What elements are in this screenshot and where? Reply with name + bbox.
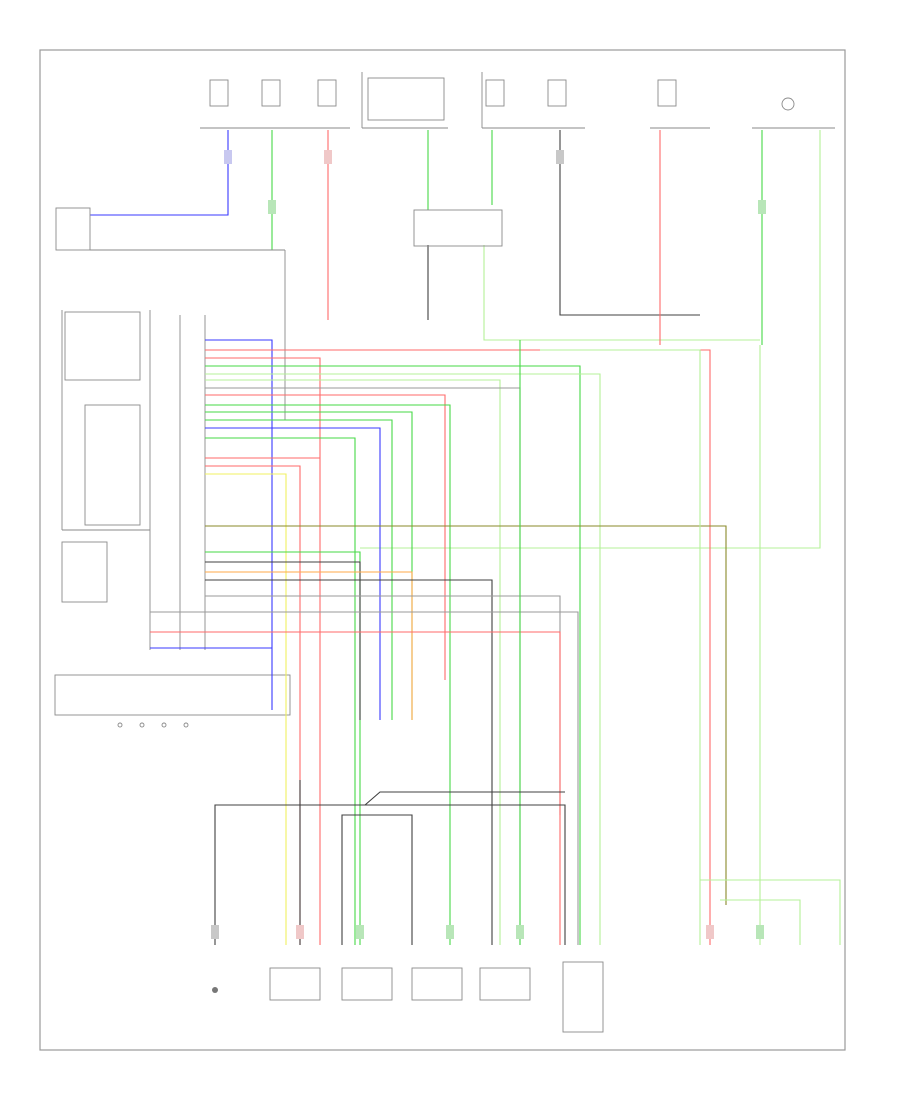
terminal-marks bbox=[211, 150, 766, 939]
wheel-sensor-right-front bbox=[269, 967, 321, 1001]
g-sensor bbox=[562, 961, 604, 1033]
diagram-frame bbox=[39, 49, 846, 1051]
pressure-switch-block bbox=[84, 404, 141, 526]
wheel-sensor-right-rear bbox=[411, 967, 463, 1001]
top-fuse-row bbox=[200, 72, 835, 129]
relay-box bbox=[413, 209, 503, 247]
wheel-sensor-left-rear bbox=[479, 967, 531, 1001]
left-modules bbox=[54, 249, 291, 728]
wheel-sensor-left-front bbox=[341, 967, 393, 1001]
fuse-box-c bbox=[317, 79, 337, 107]
fuse-box-b bbox=[261, 79, 281, 107]
abs-control-module bbox=[64, 311, 141, 381]
fuse-box-d bbox=[485, 79, 505, 107]
indicator-lamp bbox=[781, 97, 795, 111]
bottom-components bbox=[212, 961, 604, 1033]
top-wires bbox=[55, 130, 821, 549]
connector-pins bbox=[117, 722, 189, 728]
fuse-box-a bbox=[209, 79, 229, 107]
fuse-box-e bbox=[547, 79, 567, 107]
ignition-switch bbox=[367, 77, 445, 121]
fuse-box-f bbox=[657, 79, 677, 107]
lower-routing bbox=[214, 780, 841, 945]
motor-relay bbox=[61, 541, 108, 603]
abs-control-unit bbox=[54, 674, 291, 716]
ground-point bbox=[212, 987, 218, 993]
horizontal-bus bbox=[150, 339, 761, 945]
ground-connector bbox=[55, 207, 91, 251]
